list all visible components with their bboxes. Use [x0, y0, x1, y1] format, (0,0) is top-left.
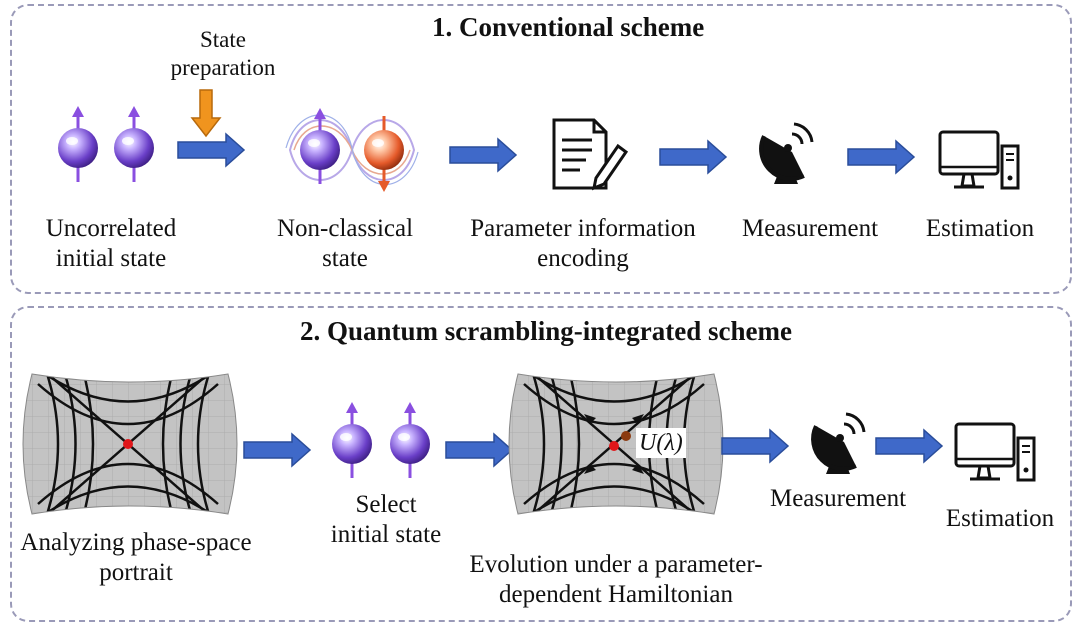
- scrambling-scheme-panel: [10, 306, 1072, 622]
- uncorrelated-initial-state-label: Uncorrelated initial state: [45, 215, 177, 272]
- analyzing-phase-space-label: Analyzing phase-space portrait: [20, 529, 252, 586]
- fixed-point: [609, 441, 619, 451]
- scheme1-title: 1. Conventional scheme: [432, 12, 705, 42]
- measurement-label: Measurement: [769, 485, 907, 512]
- computer-icon: [938, 130, 1020, 190]
- state-preparation-label: State preparation: [170, 27, 276, 80]
- flow-arrow: [449, 138, 517, 172]
- measurement-label: Measurement: [741, 215, 879, 242]
- flow-arrow: [875, 429, 943, 463]
- flow-arrow: [721, 429, 789, 463]
- satellite-dish-icon: [811, 412, 866, 476]
- phase-portrait-icon: [508, 373, 724, 515]
- flow-arrow: [847, 140, 915, 174]
- spin-sphere-icon: [330, 400, 374, 480]
- document-edit-icon: [552, 118, 629, 191]
- flow-arrow: [243, 433, 311, 467]
- evolution-hamiltonian-label: Evolution under a parameter- dependent H…: [469, 551, 763, 608]
- spin-sphere-icon: [388, 400, 432, 480]
- entangled-pair-icon: [285, 106, 419, 194]
- fixed-point: [123, 439, 133, 449]
- operator-label: U(λ): [636, 428, 686, 458]
- select-initial-state-label: Select initial state: [330, 491, 442, 548]
- scheme2-title: 2. Quantum scrambling-integrated scheme: [300, 316, 792, 346]
- phase-portrait-icon: [22, 373, 238, 515]
- estimation-label: Estimation: [945, 505, 1055, 532]
- parameter-encoding-label: Parameter information encoding: [470, 215, 696, 272]
- perturbed-point: [621, 431, 631, 441]
- flow-arrow: [445, 433, 513, 467]
- estimation-label: Estimation: [925, 215, 1035, 242]
- flow-arrow: [659, 140, 727, 174]
- satellite-dish-icon: [759, 122, 814, 186]
- flow-arrow: [177, 133, 245, 167]
- non-classical-state-label: Non-classical state: [276, 215, 414, 272]
- spin-sphere-icon: [112, 104, 156, 184]
- conventional-scheme-panel: [10, 4, 1072, 294]
- state-preparation-arrow: [190, 89, 222, 138]
- spin-sphere-icon: [56, 104, 100, 184]
- computer-icon: [954, 422, 1036, 482]
